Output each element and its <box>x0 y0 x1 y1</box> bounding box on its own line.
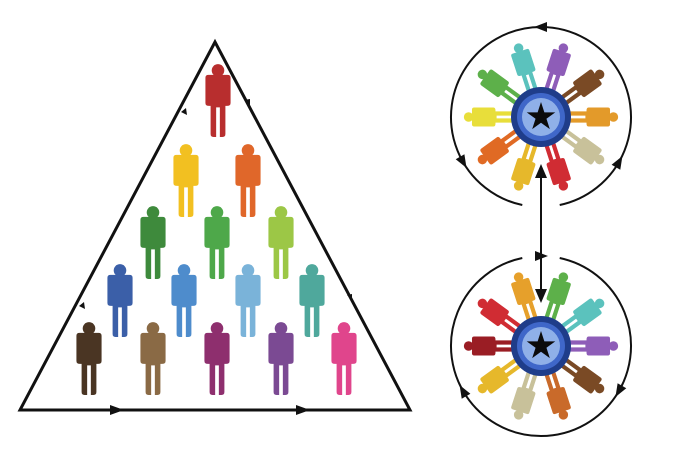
person-icon <box>171 264 197 337</box>
person-icon <box>268 322 294 395</box>
person-icon <box>140 206 166 279</box>
pyramid-arrow-left <box>79 108 187 309</box>
hub-bottom <box>450 251 632 437</box>
person-icon <box>235 144 261 217</box>
pyramid-arrow-right <box>244 99 352 300</box>
person-icon <box>463 336 519 356</box>
person-icon <box>204 322 230 395</box>
pyramid-group <box>17 38 413 415</box>
cycle-arrow-icon <box>459 384 471 399</box>
person-icon <box>205 64 231 137</box>
hub-link-arrow <box>535 164 547 303</box>
person-icon <box>173 144 199 217</box>
person-icon <box>107 264 133 337</box>
cycle-arrow-icon <box>615 383 627 398</box>
person-icon <box>563 107 619 127</box>
pyramid-arrow-bottom <box>110 405 310 415</box>
person-icon <box>563 336 619 356</box>
hub-top <box>450 22 632 207</box>
person-icon <box>268 206 294 279</box>
pyramid-outline <box>17 38 413 412</box>
person-icon <box>140 322 166 395</box>
person-icon <box>299 264 325 337</box>
person-icon <box>235 264 261 337</box>
person-icon <box>331 322 357 395</box>
cycle-arrow-icon <box>611 155 623 170</box>
hub-cycle-ring <box>450 256 632 437</box>
cycle-arrow-icon <box>534 22 547 32</box>
person-icon <box>204 206 230 279</box>
person-icon <box>76 322 102 395</box>
cycle-arrow-icon <box>455 154 467 169</box>
person-icon <box>463 107 519 127</box>
